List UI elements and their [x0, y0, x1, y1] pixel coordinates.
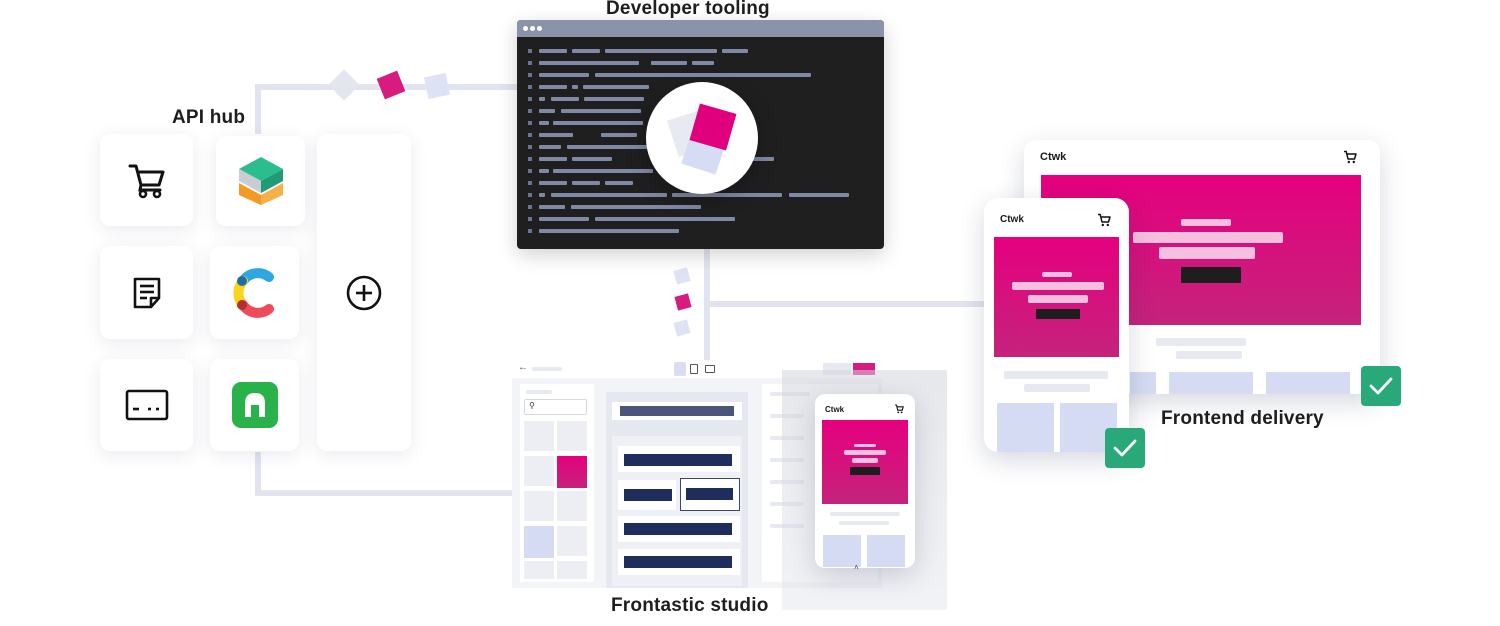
- device-toggle-tablet[interactable]: [690, 364, 698, 374]
- component-panel: ⚲: [520, 384, 594, 582]
- hub-item-green-logo[interactable]: [210, 359, 299, 451]
- add-circle-icon: [346, 275, 382, 310]
- product-tile[interactable]: [1169, 372, 1253, 394]
- component-tile[interactable]: [557, 491, 587, 521]
- search-icon: ⚲: [529, 401, 535, 410]
- component-tile[interactable]: [524, 561, 554, 579]
- device-toggle-mobile[interactable]: [674, 362, 686, 376]
- phone-brand: Ctwk: [825, 405, 845, 414]
- canvas-row[interactable]: [618, 516, 740, 542]
- developer-tooling-label: Developer tooling: [606, 0, 770, 19]
- document-icon: [133, 277, 160, 308]
- phone-hero-banner: [822, 420, 908, 504]
- data-chip-icon: [376, 70, 406, 100]
- connector-line: [255, 84, 261, 134]
- component-tile[interactable]: [557, 561, 587, 579]
- canvas-cell[interactable]: [618, 480, 676, 510]
- shopping-cart-icon: [128, 164, 164, 199]
- product-tile[interactable]: [823, 535, 861, 567]
- component-tile[interactable]: [524, 456, 554, 486]
- data-chip-icon: [674, 293, 692, 311]
- cart-icon[interactable]: [894, 404, 904, 414]
- data-chip-icon: [328, 69, 360, 101]
- component-tile[interactable]: [557, 526, 587, 556]
- frontastic-studio-window: ⚲: [512, 378, 882, 588]
- check-badge-desktop: [1361, 366, 1401, 406]
- canvas-header-block[interactable]: [612, 402, 742, 420]
- check-badge-mobile: [1105, 428, 1145, 468]
- api-hub-label: API hub: [172, 107, 246, 128]
- product-tile[interactable]: [867, 535, 905, 567]
- product-tile[interactable]: [1266, 372, 1350, 394]
- desktop-brand: Ctwk: [1040, 151, 1067, 163]
- component-tile[interactable]: [524, 421, 554, 451]
- connector-line: [255, 490, 515, 496]
- data-chip-icon: [423, 72, 451, 100]
- contentful-logo-icon: [232, 267, 274, 318]
- canvas-cell-selected[interactable]: [680, 478, 740, 511]
- mobile-hero-banner: [994, 237, 1119, 357]
- developer-badge-icon: [646, 82, 758, 194]
- checkmark-icon: [1113, 439, 1137, 457]
- canvas-body: [612, 436, 742, 586]
- studio-phone-preview: Ctwk: [815, 394, 915, 568]
- hub-item-cart[interactable]: [100, 134, 193, 226]
- canvas-row[interactable]: [618, 549, 740, 575]
- cart-icon[interactable]: [1097, 213, 1111, 227]
- mobile-preview: Ctwk: [984, 198, 1129, 452]
- device-toggle-desktop[interactable]: [705, 365, 715, 373]
- canvas-row[interactable]: [618, 446, 740, 472]
- studio-canvas: [606, 392, 748, 588]
- product-tile[interactable]: [997, 403, 1054, 452]
- checkmark-icon: [1369, 377, 1393, 395]
- terminal-card-icon: [125, 389, 168, 421]
- data-chip-icon: [673, 319, 691, 337]
- green-logo-icon: [231, 382, 278, 428]
- hub-item-document[interactable]: [100, 246, 193, 339]
- component-tile[interactable]: [524, 491, 554, 521]
- chevron-up-icon[interactable]: ˄: [854, 563, 859, 572]
- frontend-delivery-label: Frontend delivery: [1161, 408, 1324, 429]
- connector-line: [255, 452, 261, 496]
- data-chip-icon: [673, 267, 691, 285]
- product-tile[interactable]: [1130, 372, 1156, 394]
- component-tile[interactable]: [524, 526, 554, 558]
- hub-item-add[interactable]: [317, 134, 411, 451]
- connector-line: [704, 301, 986, 307]
- frontastic-studio-label: Frontastic studio: [611, 595, 769, 616]
- window-dot-icon: [537, 26, 542, 31]
- component-search-input[interactable]: ⚲: [524, 399, 587, 415]
- window-dot-icon: [530, 26, 535, 31]
- hub-item-terminal[interactable]: [100, 359, 193, 451]
- component-tile-selected[interactable]: [557, 456, 587, 488]
- mobile-brand: Ctwk: [1000, 214, 1024, 225]
- component-tile[interactable]: [557, 421, 587, 451]
- layered-cube-logo-icon: [238, 157, 283, 205]
- window-titlebar: [517, 20, 884, 37]
- cart-icon[interactable]: [1343, 150, 1357, 164]
- window-dot-icon: [523, 26, 528, 31]
- hub-item-contentful[interactable]: [210, 246, 299, 339]
- back-arrow-icon[interactable]: ←: [518, 362, 528, 373]
- hub-item-commerce-logo[interactable]: [216, 136, 305, 226]
